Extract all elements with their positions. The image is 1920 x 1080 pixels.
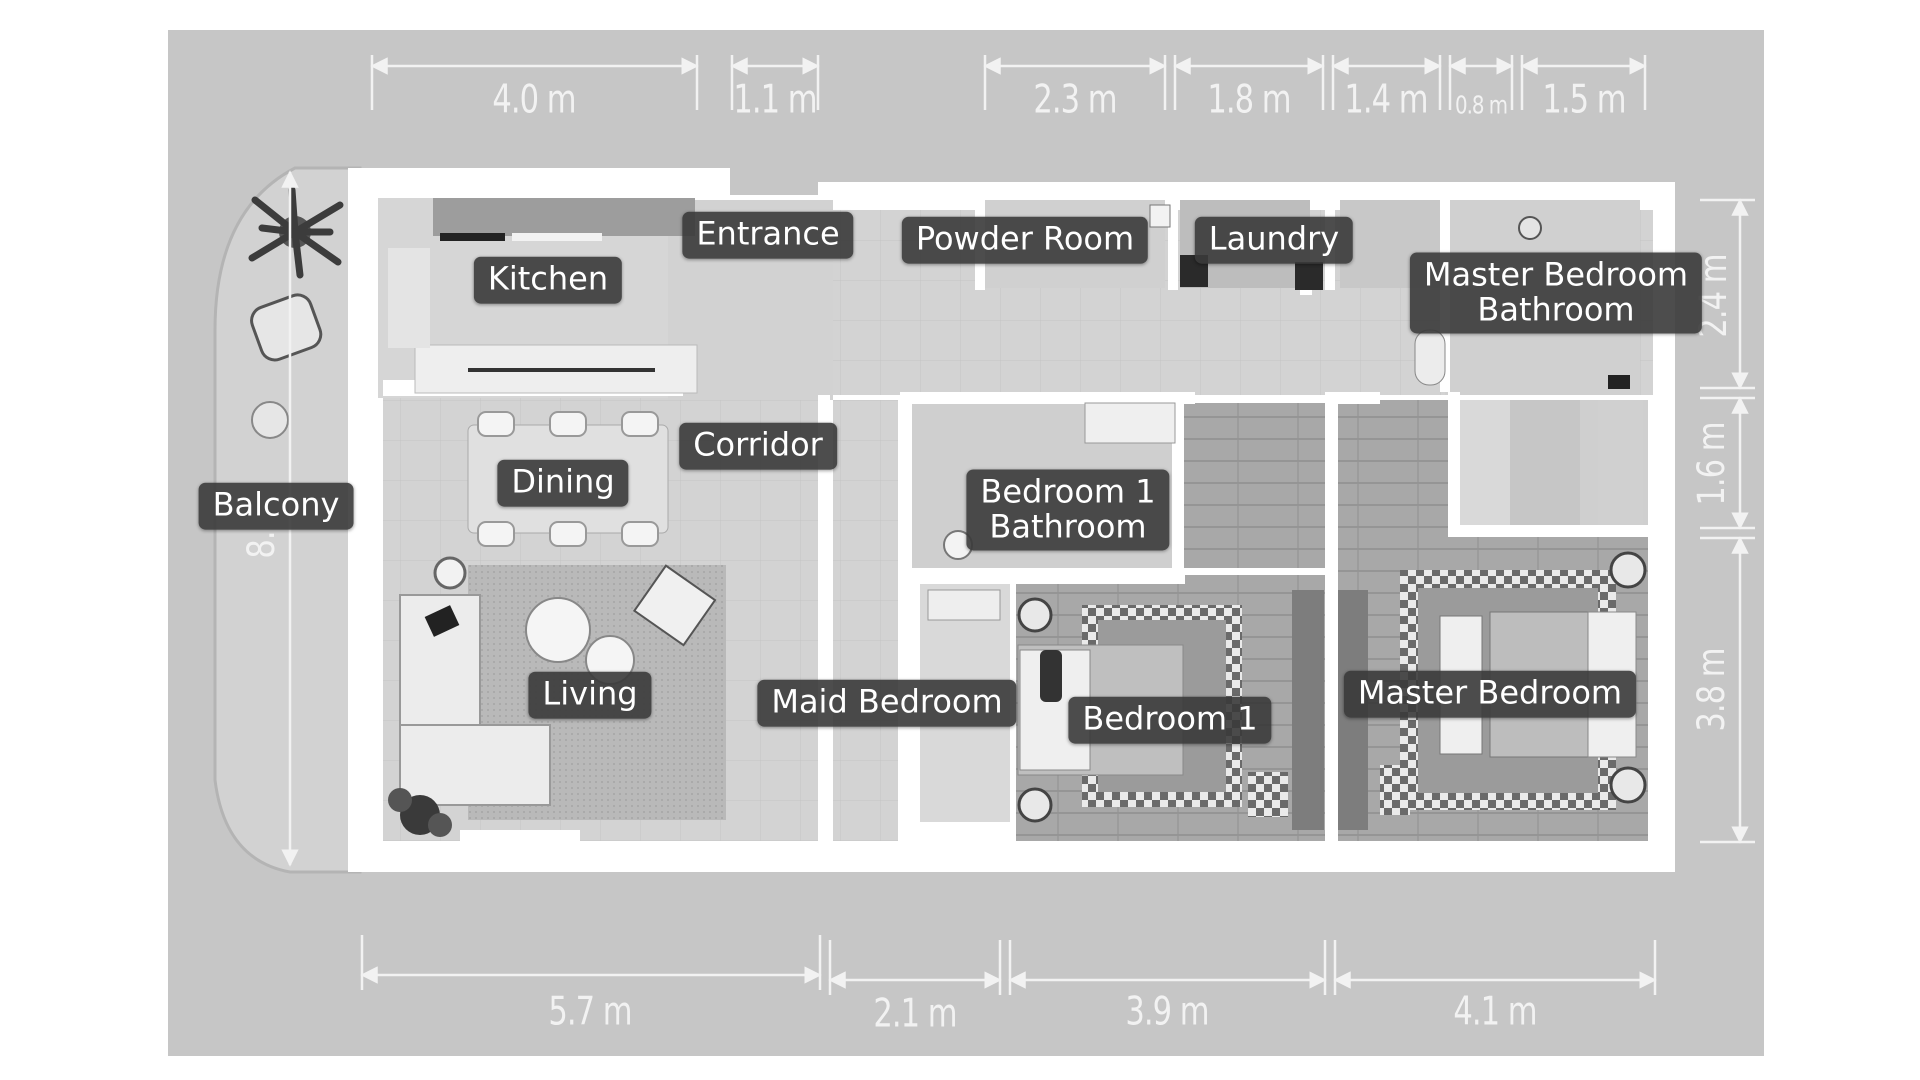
room-label-line: Bedroom 1 [980,472,1156,511]
dimension-top-2: 1.1 m [733,77,817,123]
room-label-maid-bedroom: Maid Bedroom [757,679,1017,727]
dimension-top-1: 4.0 m [492,77,576,123]
dimension-left: 8. [240,531,284,559]
room-label-master-bedroom-bathroom: Master Bedroom Bathroom [1409,252,1703,334]
room-label-line: Bathroom [1477,290,1635,328]
dimension-bottom-1: 5.7 m [548,989,632,1035]
room-label-kitchen: Kitchen [473,256,623,304]
dimension-top-7: 1.5 m [1542,77,1626,123]
room-label-balcony: Balcony [198,482,354,530]
room-label-dining: Dining [497,459,629,507]
dimension-top-3: 2.3 m [1033,77,1117,123]
room-label-laundry: Laundry [1194,216,1354,264]
room-label-line: Bathroom [989,507,1147,545]
bathroom-fixtures [927,204,1643,621]
room-label-master-bedroom: Master Bedroom [1343,670,1637,718]
dimension-bottom-4: 4.1 m [1453,989,1537,1035]
dimension-top-4: 1.8 m [1207,77,1291,123]
dimension-top-6: 0.8 m [1454,91,1508,121]
dimension-lines [281,55,1755,995]
dimension-right-3: 3.8 m [1690,648,1734,732]
dimension-top-5: 1.4 m [1344,77,1428,123]
room-label-living: Living [528,671,652,719]
room-label-corridor: Corridor [679,422,837,470]
room-label-bedroom1-bathroom: Bedroom 1 Bathroom [966,469,1170,551]
room-label-line: Master Bedroom [1423,255,1689,294]
dimension-right-2: 1.6 m [1690,422,1734,506]
dimension-bottom-2: 2.1 m [873,991,957,1037]
room-label-bedroom1: Bedroom 1 [1068,696,1272,744]
dimension-bottom-3: 3.9 m [1125,989,1209,1035]
kitchen-counters [388,198,698,394]
room-label-entrance: Entrance [682,211,854,259]
room-label-powder-room: Powder Room [901,216,1149,264]
potted-plant-icon [388,788,452,837]
